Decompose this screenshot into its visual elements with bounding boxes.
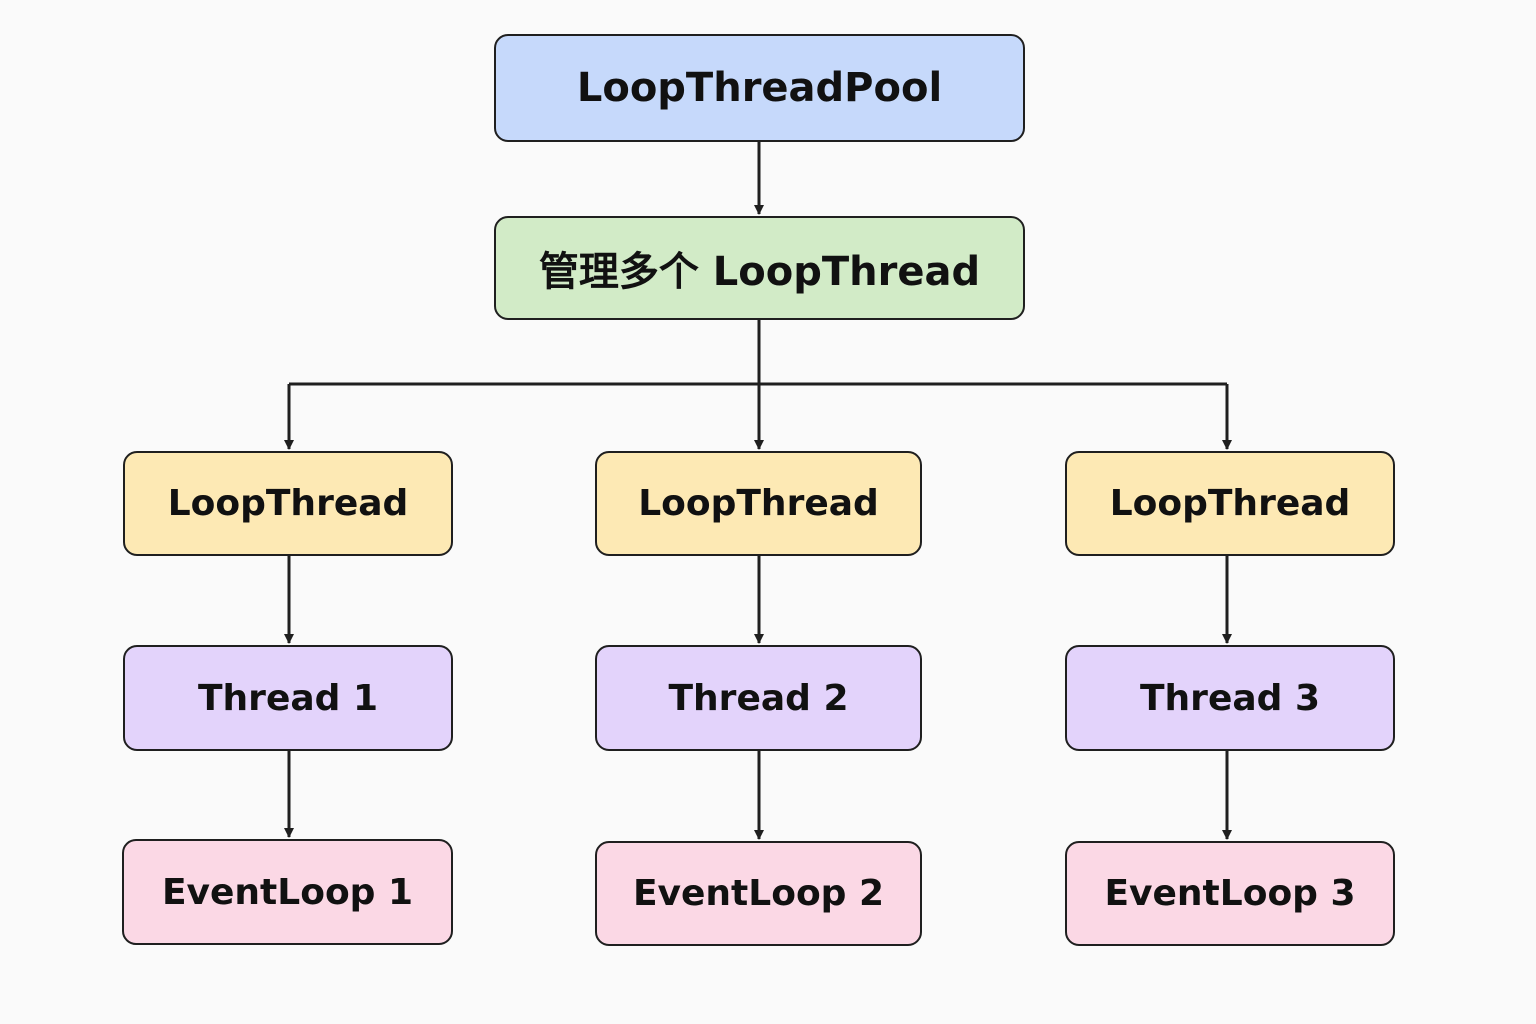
eventloop-label-3: EventLoop 3 xyxy=(1104,873,1356,914)
manager-label: 管理多个 LoopThread xyxy=(538,249,981,295)
eventloop-node-1: EventLoop 1 xyxy=(122,839,453,945)
loopthread-node-3: LoopThread xyxy=(1065,451,1395,556)
loopthread-node-1: LoopThread xyxy=(123,451,453,556)
thread-label-1: Thread 1 xyxy=(198,677,378,719)
thread-node-3: Thread 3 xyxy=(1065,645,1395,751)
loopthread-label-3: LoopThread xyxy=(1109,483,1351,524)
loopthreadpool-label: LoopThreadPool xyxy=(576,65,943,111)
loopthread-label-2: LoopThread xyxy=(638,483,879,524)
thread-label-2: Thread 2 xyxy=(668,677,849,719)
loopthread-node-2: LoopThread xyxy=(595,451,922,556)
eventloop-node-2: EventLoop 2 xyxy=(595,841,922,946)
thread-node-2: Thread 2 xyxy=(595,645,922,751)
eventloop-label-2: EventLoop 2 xyxy=(632,873,885,914)
manager-node: 管理多个 LoopThread xyxy=(494,216,1025,320)
thread-label-3: Thread 3 xyxy=(1140,677,1320,719)
eventloop-label-1: EventLoop 1 xyxy=(161,871,414,913)
loopthreadpool-node: LoopThreadPool xyxy=(494,34,1025,142)
loopthread-label-1: LoopThread xyxy=(167,483,409,524)
eventloop-node-3: EventLoop 3 xyxy=(1065,841,1395,946)
thread-node-1: Thread 1 xyxy=(123,645,453,751)
